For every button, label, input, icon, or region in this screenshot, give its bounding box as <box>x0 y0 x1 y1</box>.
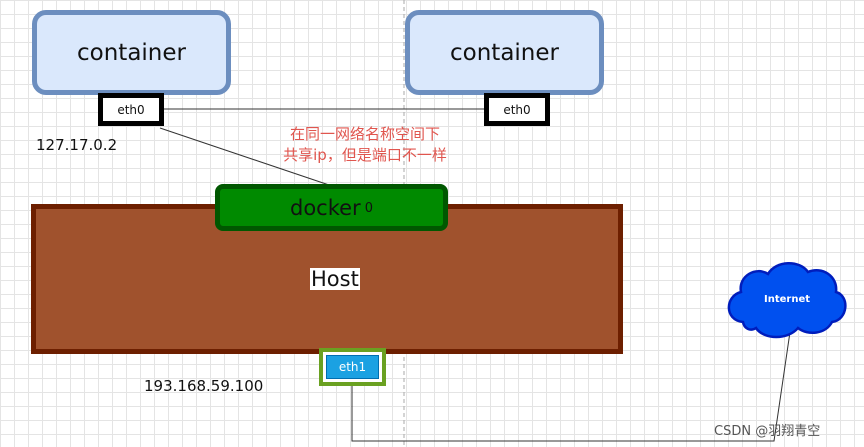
eth1-interface-inner: eth1 <box>326 355 379 379</box>
eth0-interface-right: eth0 <box>484 93 550 126</box>
eth0-interface-left: eth0 <box>98 93 164 126</box>
namespace-note-line-1: 在同一网络名称空间下 <box>289 125 440 143</box>
docker0-bridge: docker 0 <box>215 184 448 231</box>
eth1-label: eth1 <box>338 360 367 374</box>
container-box-right: container <box>405 10 604 95</box>
container-box-left: container <box>32 10 231 95</box>
host-ip-label: 193.168.59.100 <box>144 377 264 395</box>
eth0-label-right: eth0 <box>503 102 531 117</box>
docker-bridge-suffix: 0 <box>364 201 373 216</box>
container-label-right: container <box>450 39 559 66</box>
csdn-watermark: CSDN @羽翔青空 <box>714 424 821 439</box>
namespace-note: 在同一网络名称空间下 共享ip，但是端口不一样 <box>258 124 472 166</box>
eth1-to-internet-line <box>351 331 791 442</box>
eth1-interface: eth1 <box>319 348 386 386</box>
internet-label: Internet <box>764 294 811 305</box>
container-ip-label: 127.17.0.2 <box>36 136 118 154</box>
host-label: Host <box>310 267 360 291</box>
docker-bridge-label: docker <box>290 195 361 220</box>
namespace-note-line-2: 共享ip，但是端口不一样 <box>283 146 447 164</box>
eth0-to-docker-line <box>159 127 333 187</box>
container-label-left: container <box>77 39 186 66</box>
internet-cloud-icon <box>727 262 847 339</box>
eth0-label-left: eth0 <box>117 102 145 117</box>
